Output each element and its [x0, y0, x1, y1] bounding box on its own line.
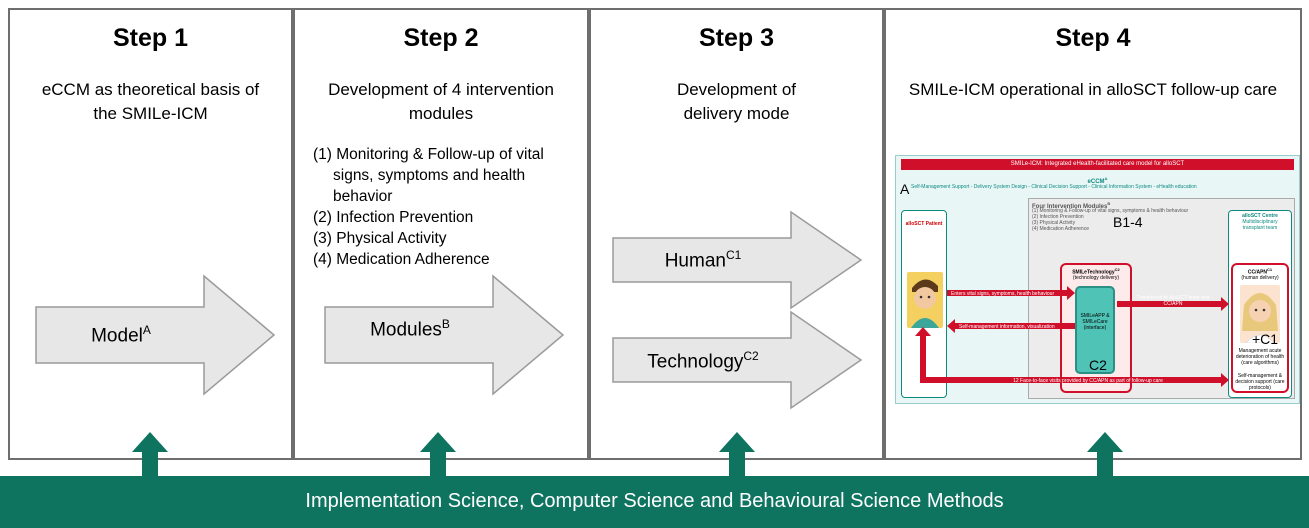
eccm-label: eCCMA — [895, 175, 1300, 186]
patient-label: alloSCT Patient — [905, 221, 943, 227]
tech-title: SMILeTechnologyC2 — [1060, 267, 1132, 276]
eccm-text: eCCM — [1087, 179, 1105, 185]
c2-label: C2 — [1089, 357, 1107, 373]
step-3-subtitle: Development of delivery mode — [676, 80, 797, 123]
methods-text: Implementation Science, Computer Science… — [305, 490, 1004, 512]
step-1-panel: Step 1 eCCM as theoretical basis of the … — [8, 8, 293, 460]
flow-arrow-1 — [947, 286, 1075, 300]
up-arrow-1 — [132, 432, 168, 480]
human-arrow — [612, 210, 863, 310]
flow-arrow-4 — [915, 327, 1229, 387]
patient-avatar-icon — [907, 272, 943, 328]
cc-title-sup: C1 — [1267, 267, 1273, 272]
diagram-header: SMILe-ICM: Integrated eHealth-facilitate… — [901, 159, 1294, 170]
flow-text-4: 12 Face-to-face visits provided by CC/AP… — [1013, 378, 1163, 384]
tech-title-text: SMILeTechnology — [1072, 269, 1115, 276]
step-4-title: Step 4 — [1055, 24, 1131, 52]
smile-icm-diagram: SMILe-ICM: Integrated eHealth-facilitate… — [895, 155, 1300, 404]
eccm-sup: A — [1104, 176, 1108, 181]
b-label: B1-4 — [1113, 214, 1143, 230]
up-arrow-4 — [1087, 432, 1123, 480]
modules-box-item-4: (4) Medication Adherence — [1032, 226, 1089, 232]
modules-arrow-label: ModulesB — [325, 317, 495, 341]
human-label: Human — [664, 250, 726, 272]
methods-bar: Implementation Science, Computer Science… — [0, 476, 1309, 528]
nurse-avatar-icon — [1240, 285, 1280, 343]
cc-title: CC/APNC1 — [1231, 267, 1289, 276]
technology-label: Technology — [647, 351, 744, 373]
flow-arrow-3 — [1117, 297, 1229, 311]
human-sup: C1 — [725, 248, 742, 262]
step-2-panel: Step 2 Development of 4 intervention mod… — [293, 8, 589, 460]
cc-title-text: CC/APN — [1247, 269, 1268, 276]
model-sup: A — [142, 323, 151, 337]
step-3-panel: Step 3 Development of delivery mode Huma… — [589, 8, 884, 460]
module-item-3: (3) Physical Activity — [313, 230, 447, 247]
diagram-letter-a: A — [900, 181, 910, 197]
mgmt-text-2: Self-management & decision support (care… — [1235, 373, 1285, 391]
eccm-line: Self-Management Support - Delivery Syste… — [911, 184, 1197, 190]
model-arrow — [35, 274, 276, 396]
modules-sup: B — [441, 317, 450, 331]
phone-text: SMILeAPP & SMILeCare (interface) — [1080, 313, 1110, 331]
flow-text-2: Self-management information, visualizati… — [959, 324, 1055, 330]
human-arrow-label: HumanC1 — [613, 248, 793, 272]
step-1-title: Step 1 — [112, 24, 189, 52]
tech-title-sup: C2 — [1114, 267, 1120, 272]
model-arrow-label: ModelA — [36, 323, 206, 347]
technology-arrow-label: TechnologyC2 — [613, 349, 793, 373]
modules-box-item-2: (2) Infection Prevention — [1032, 214, 1084, 220]
module-item-1: (1) Monitoring & Follow-up of vital sign… — [313, 146, 544, 205]
flow-arrow-2 — [947, 319, 1075, 333]
centre-sub: Multidisciplinary transplant team — [1242, 219, 1278, 231]
modules-box-title-text: Four Intervention Modules — [1032, 204, 1108, 210]
module-item-4: (4) Medication Adherence — [313, 251, 490, 268]
cc-box — [1231, 263, 1289, 393]
step-3-title: Step 3 — [698, 24, 775, 52]
flow-arrows — [915, 286, 1229, 387]
modules-box-item-1: (1) Monitoring & Follow-up of vital sign… — [1032, 208, 1189, 214]
step-2-title: Step 2 — [403, 24, 479, 52]
flow-text-1: Enters vital signs, symptoms, health beh… — [951, 291, 1055, 297]
flow-text-3: Transferred to alloSCT team and CC/APN — [1136, 295, 1210, 307]
modules-box-item-3: (3) Physical Activity — [1032, 220, 1076, 226]
technology-sup: C2 — [743, 349, 759, 363]
modules-box-list: (1) Monitoring & Follow-up of vital sign… — [1032, 208, 1188, 232]
technology-arrow — [612, 310, 863, 410]
step-4-subtitle: SMILe-ICM operational in alloSCT follow-… — [908, 80, 1278, 99]
up-arrow-2 — [420, 432, 456, 480]
mgmt-text-1: Management acute deterioration of health… — [1235, 348, 1285, 366]
c1-label: +C1 — [1252, 331, 1279, 347]
cc-sub: (human delivery) — [1241, 275, 1279, 281]
step-1-subtitle: eCCM as theoretical basis of the SMILe-I… — [41, 80, 260, 123]
up-arrow-3 — [719, 432, 755, 480]
tech-sub: (technology delivery) — [1072, 275, 1120, 281]
centre-title: alloSCT Centre — [1242, 213, 1278, 219]
step-2-subtitle: Development of 4 intervention modules — [328, 80, 554, 123]
phone-icon — [1075, 286, 1115, 374]
modules-box-title-sup: B — [1107, 201, 1111, 206]
module-item-2: (2) Infection Prevention — [313, 209, 474, 226]
modules-list: (1) Monitoring & Follow-up of vital sign… — [313, 144, 563, 270]
model-label: Model — [91, 325, 143, 347]
modules-label: Modules — [370, 319, 442, 341]
modules-box-title: Four Intervention ModulesB — [1032, 200, 1110, 211]
modules-arrow — [324, 274, 565, 396]
